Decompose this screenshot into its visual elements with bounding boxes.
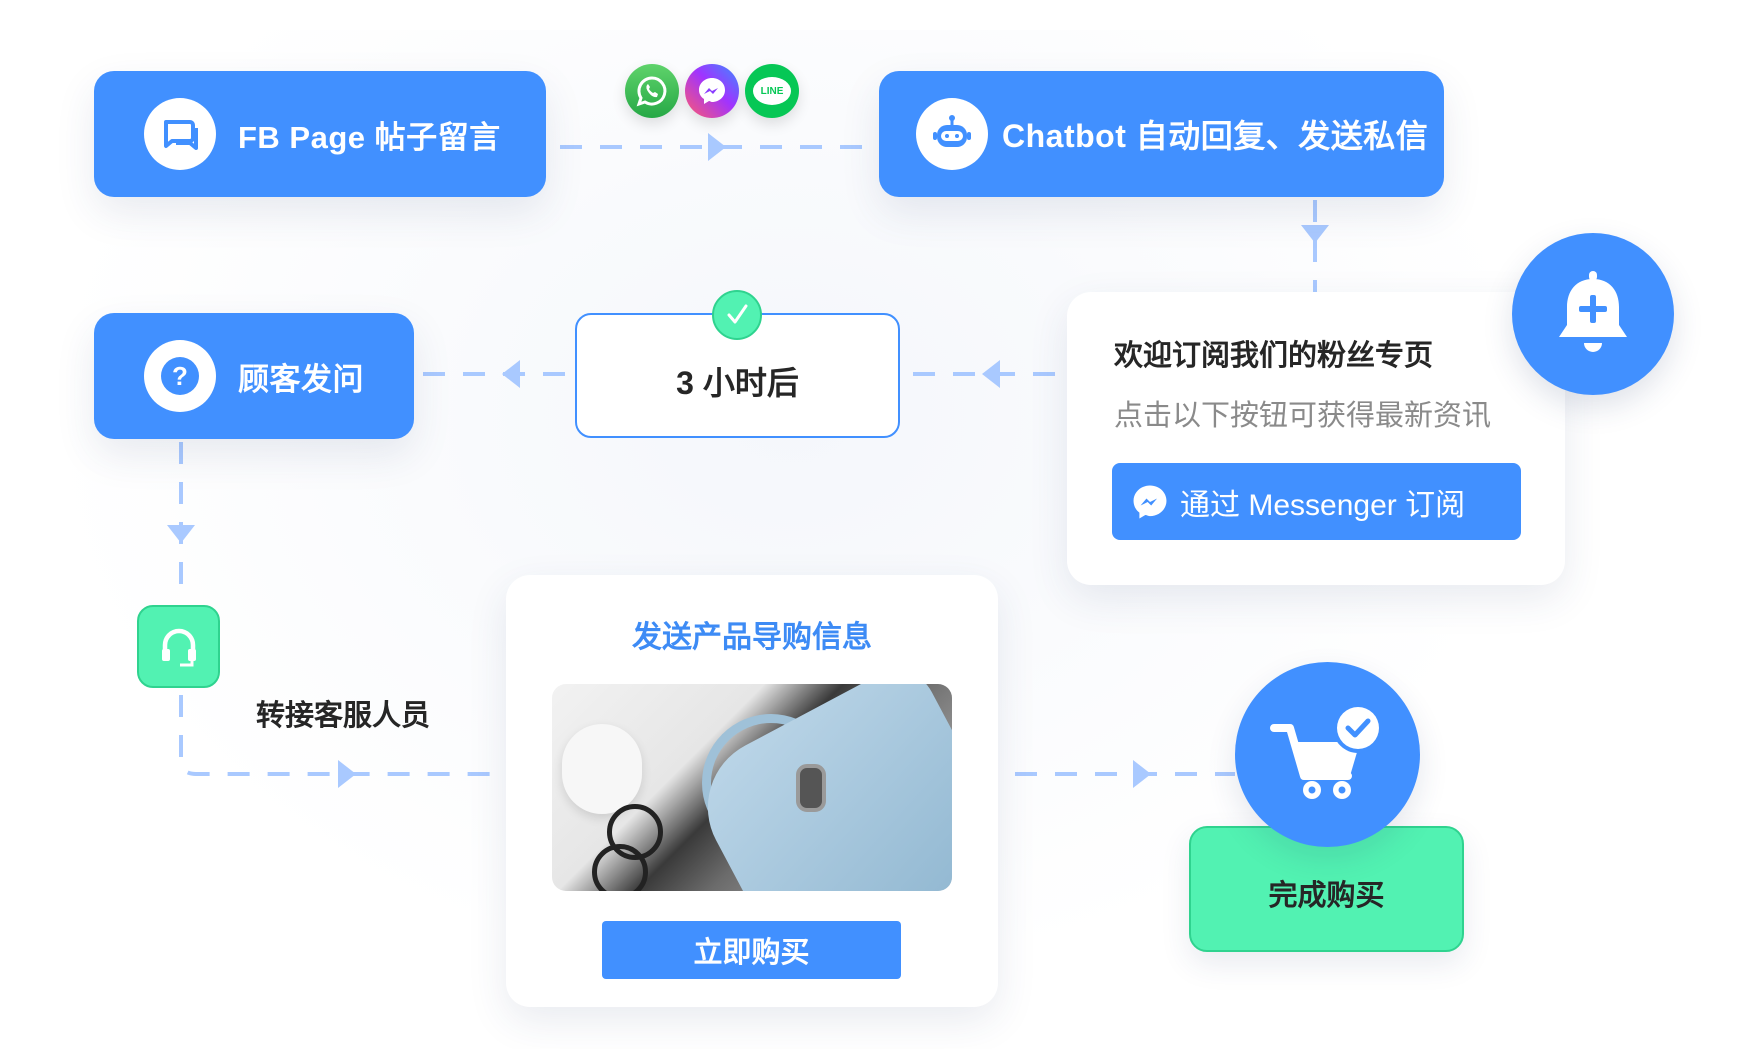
node-fb-post-comment[interactable]: FB Page 帖子留言 — [94, 71, 546, 197]
node-customer-question[interactable]: ? 顾客发问 — [94, 313, 414, 439]
line-icon-text: LINE — [760, 85, 784, 97]
product-guide-card: 发送产品导购信息 立即购买 — [506, 575, 998, 1007]
line-icon: LINE — [745, 64, 799, 118]
subscribe-messenger-button[interactable]: 通过 Messenger 订阅 — [1112, 463, 1521, 540]
delay-label: 3 小时后 — [676, 364, 799, 401]
node-label: 顾客发问 — [238, 361, 364, 397]
arrow-right-icon — [338, 760, 356, 788]
connector-agent-to-product — [179, 695, 490, 776]
purchase-label: 完成购买 — [1268, 880, 1385, 912]
subscribe-title: 欢迎订阅我们的粉丝专页 — [1114, 340, 1434, 372]
chat-bubbles-icon — [144, 98, 216, 170]
check-icon — [712, 290, 762, 340]
subscribe-subtitle: 点击以下按钮可获得最新资讯 — [1114, 400, 1492, 432]
messenger-icon — [1130, 482, 1170, 522]
arrow-down-icon — [167, 525, 195, 543]
robot-icon — [916, 98, 988, 170]
arrow-down-icon — [1301, 225, 1329, 243]
messenger-icon — [685, 64, 739, 118]
subscribe-card: 欢迎订阅我们的粉丝专页 点击以下按钮可获得最新资讯 通过 Messenger 订… — [1067, 292, 1565, 585]
arrow-left-icon — [982, 360, 1000, 388]
node-chatbot-auto-reply[interactable]: Chatbot 自动回复、发送私信 — [879, 71, 1444, 197]
channel-icons: LINE — [625, 64, 799, 118]
transfer-agent-label: 转接客服人员 — [256, 700, 431, 732]
node-label: FB Page 帖子留言 — [238, 119, 501, 155]
whatsapp-icon — [625, 64, 679, 118]
buy-now-button[interactable]: 立即购买 — [602, 921, 901, 979]
node-purchase-complete[interactable]: 完成购买 — [1189, 826, 1464, 952]
question-icon: ? — [144, 340, 216, 412]
node-label: Chatbot 自动回复、发送私信 — [1002, 118, 1429, 154]
buy-now-label: 立即购买 — [693, 937, 810, 969]
arrow-left-icon — [502, 360, 520, 388]
headset-icon[interactable] — [137, 605, 220, 688]
arrow-right-icon — [1133, 760, 1151, 788]
product-photo — [552, 684, 952, 891]
product-card-title: 发送产品导购信息 — [632, 621, 872, 654]
subscribe-button-label: 通过 Messenger 订阅 — [1180, 488, 1466, 522]
bell-plus-icon — [1512, 233, 1674, 395]
arrow-right-icon — [708, 133, 726, 161]
cart-check-icon — [1235, 662, 1420, 847]
